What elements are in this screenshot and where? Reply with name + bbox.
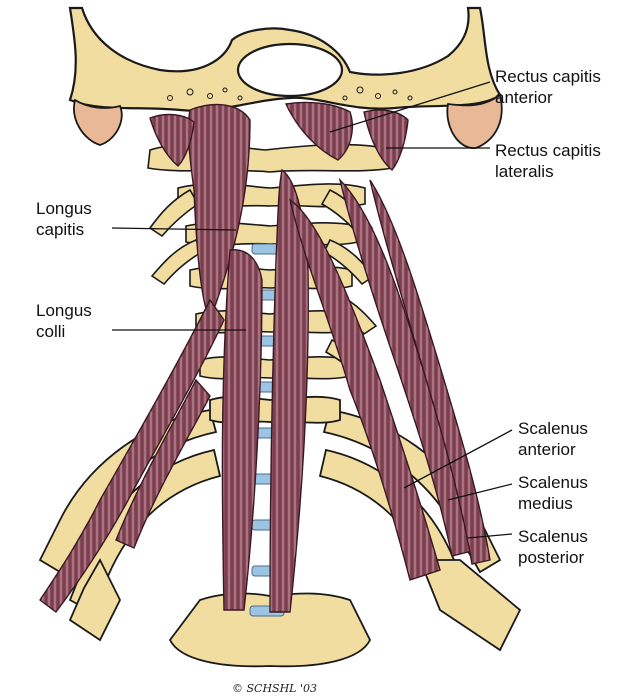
scalenus-posterior-muscle [369,179,491,565]
foramen-magnum [236,42,344,98]
label-rectus-capitis-lateralis: Rectus capitis lateralis [495,141,601,181]
artist-signature: © SCHSHL '03 [232,682,317,695]
left-scalenus-medius-muscle [115,378,211,549]
label-scalenus-anterior: Scalenus anterior [518,419,588,459]
left-scalenus-muscle [39,298,225,613]
scalenus-anterior-muscle [288,198,441,581]
leader-longus-capitis [111,227,237,231]
muscles [39,101,491,613]
leader-scalenus-posterior [467,533,513,539]
label-scalenus-posterior: Scalenus posterior [518,527,588,567]
rectus-capitis-anterior-muscle [284,101,354,161]
leader-scalenus-anterior [403,429,513,489]
label-longus-colli: Longus colli [36,301,92,341]
rectus-capitis-lateralis-muscle [363,109,409,171]
leader-rectus-capitis-anterior [329,81,491,133]
right-mastoid [446,93,503,149]
occipital-bone [68,6,503,149]
longus-colli-left-muscle [221,249,263,611]
label-scalenus-medius: Scalenus medius [518,473,588,513]
label-longus-capitis: Longus capitis [36,199,92,239]
rectus-capitis-lateralis-left-muscle [149,113,195,167]
left-mastoid [73,98,123,146]
label-rectus-capitis-anterior: Rectus capitis anterior [495,67,601,107]
leader-scalenus-medius [447,483,513,501]
leader-lines [111,81,513,539]
